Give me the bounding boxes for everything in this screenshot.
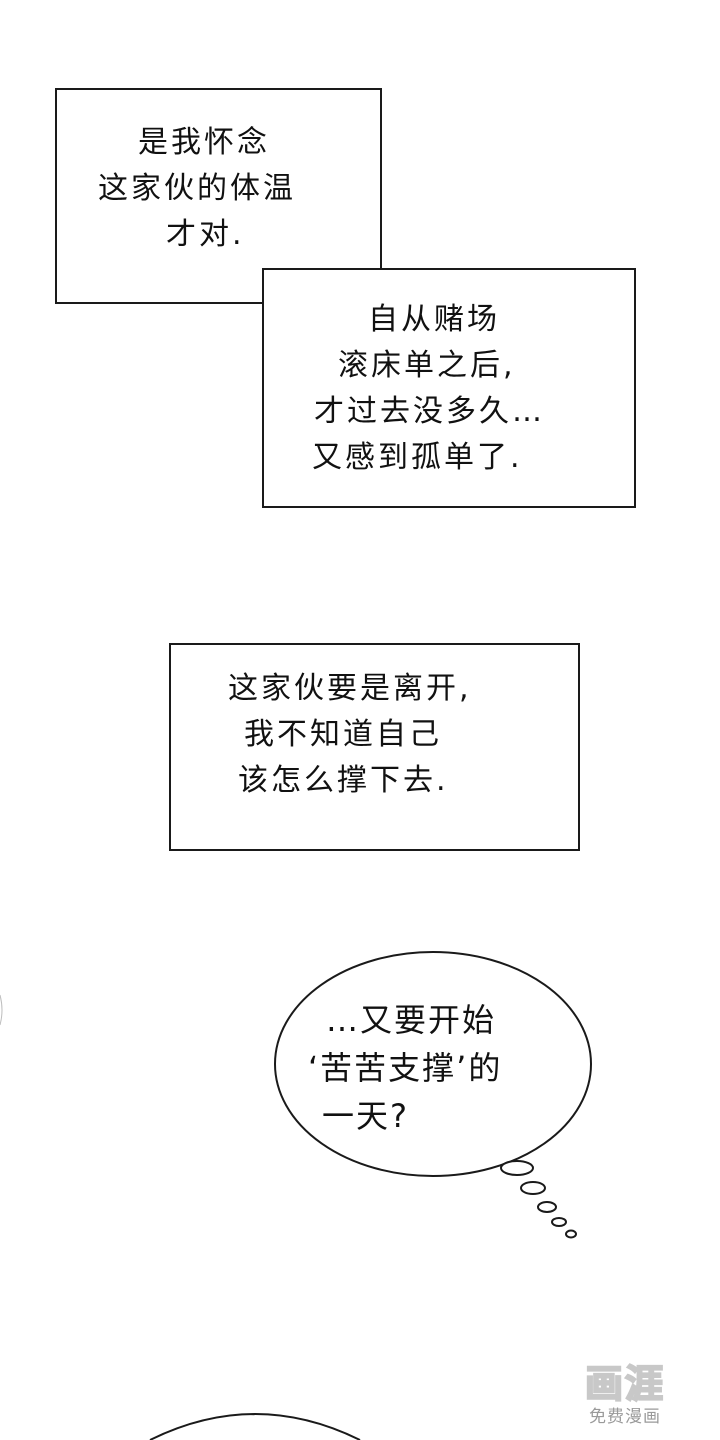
thought-bubble-text: …又要开始 ‘苦苦支撑’的 一天? [308,996,502,1140]
thought-line-3: 一天? [322,1097,409,1135]
caption-1-text: 是我怀念 这家伙的体温 才对. [98,120,296,258]
caption-1-line-2: 这家伙的体温 [98,171,296,206]
thought-dot-5 [565,1229,577,1239]
caption-box-3 [169,643,580,851]
thought-dot-3 [537,1201,557,1213]
thought-line-1: …又要开始 [326,1001,497,1039]
thought-dot-2 [520,1181,546,1195]
watermark: 画涯 免费漫画 [565,1361,685,1428]
caption-2-line-2: 滚床单之后, [338,348,516,383]
caption-1-line-1: 是我怀念 [138,125,270,160]
caption-3-line-1: 这家伙要是离开, [228,671,472,706]
thought-bubble-shape [274,951,592,1177]
caption-2-line-1: 自从赌场 [368,302,500,337]
caption-1-line-3: 才对. [166,217,245,252]
caption-3-line-2: 我不知道自己 [244,717,442,752]
thought-dot-4 [551,1217,567,1227]
caption-2-text: 自从赌场 滚床单之后, 才过去没多久… 又感到孤单了. [312,297,545,481]
watermark-logo: 画涯 [584,1361,665,1407]
thought-dot-1 [500,1160,534,1176]
caption-2-line-4: 又感到孤单了. [312,440,523,475]
caption-box-2 [262,268,636,508]
watermark-subtitle: 免费漫画 [589,1407,661,1427]
caption-2-line-3: 才过去没多久… [314,394,545,429]
edge-mark [0,994,3,1026]
next-bubble-arc [149,1413,361,1440]
thought-line-2: ‘苦苦支撑’的 [308,1049,503,1087]
caption-3-line-3: 该怎么撑下去. [238,763,449,798]
caption-3-text: 这家伙要是离开, 我不知道自己 该怎么撑下去. [228,666,472,804]
